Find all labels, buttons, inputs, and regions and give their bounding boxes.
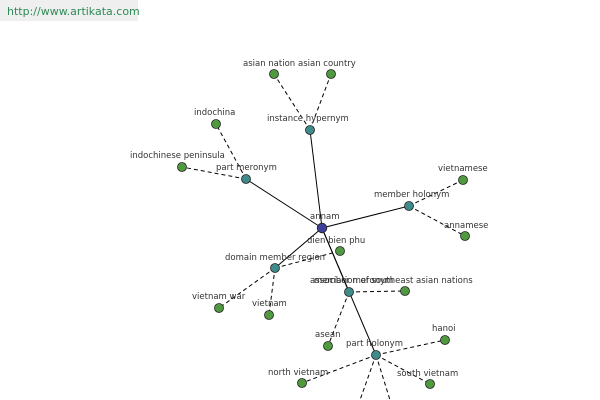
term-label-asian-country: asian country — [298, 59, 356, 69]
term-node-asean[interactable] — [323, 341, 333, 351]
term-label-south-vietnam: south vietnam — [397, 369, 458, 379]
relation-label-instance-hypernym: instance hypernym — [267, 114, 349, 124]
edge-part-holonym-hanoi — [375, 339, 446, 356]
term-label-indochina: indochina — [194, 108, 235, 118]
edge-part-holonym-part-holonym-extra-3 — [359, 354, 377, 400]
edge-center-instance-hypernym — [309, 129, 323, 229]
term-label-asian-nation: asian nation — [243, 59, 295, 69]
edge-part-holonym-north-vietnam — [301, 354, 377, 384]
relation-node-member-holonym[interactable] — [404, 201, 414, 211]
term-node-indochinese-peninsula[interactable] — [177, 162, 187, 172]
center-label-annam: annam — [310, 212, 339, 222]
term-node-vietnam-war[interactable] — [214, 303, 224, 313]
edge-center-part-meronym — [245, 178, 323, 229]
relation-node-domain-member-region[interactable] — [270, 263, 280, 273]
term-label-asean: asean — [315, 330, 340, 340]
term-node-dien-bien-phu[interactable] — [335, 246, 345, 256]
term-label-hanoi: hanoi — [432, 324, 456, 334]
relation-node-instance-hypernym[interactable] — [305, 125, 315, 135]
edge-member-meronym-association-of-southeast-asian-nations — [348, 290, 406, 293]
term-label-indochinese-peninsula: indochinese peninsula — [130, 151, 225, 161]
term-node-south-vietnam[interactable] — [425, 379, 435, 389]
edge-layer — [181, 73, 466, 400]
term-node-annamese[interactable] — [460, 231, 470, 241]
relation-node-part-meronym[interactable] — [241, 174, 251, 184]
edge-part-meronym-indochinese-peninsula — [181, 166, 247, 180]
relation-label-part-holonym: part holonym — [346, 339, 403, 349]
edge-instance-hypernym-asian-country — [309, 73, 332, 131]
edge-part-holonym-part-holonym-extra-4 — [375, 354, 391, 400]
edge-center-domain-member-region — [274, 227, 323, 269]
edge-center-member-holonym — [321, 205, 410, 229]
term-label-dien-bien-phu: dien bien phu — [307, 236, 365, 246]
term-node-vietnam[interactable] — [264, 310, 274, 320]
term-label-vietnam: vietnam — [252, 299, 287, 309]
url-bar: http://www.artikata.com — [0, 0, 140, 21]
term-node-north-vietnam[interactable] — [297, 378, 307, 388]
edge-domain-member-region-vietnam-war — [218, 267, 276, 309]
relation-label-part-meronym: part meronym — [216, 163, 277, 173]
term-node-asian-nation[interactable] — [269, 69, 279, 79]
term-label-north-vietnam: north vietnam — [268, 368, 328, 378]
relation-node-part-holonym[interactable] — [371, 350, 381, 360]
edge-part-holonym-south-vietnam — [375, 354, 431, 385]
edge-domain-member-region-vietnam — [268, 267, 276, 316]
term-node-vietnamese[interactable] — [458, 175, 468, 185]
term-label-association-of-southeast-asian-nations: association of southeast asian nations — [310, 276, 473, 286]
relation-node-member-meronym[interactable] — [344, 287, 354, 297]
term-label-vietnam-war: vietnam war — [192, 292, 246, 302]
relation-label-domain-member-region: domain member region — [225, 253, 325, 263]
term-node-asian-country[interactable] — [326, 69, 336, 79]
center-node-annam[interactable] — [316, 222, 328, 234]
relation-label-member-holonym: member holonym — [374, 190, 449, 200]
relation-label-member-meronym: member meronym — [314, 276, 393, 286]
edge-member-meronym-asean — [327, 291, 350, 347]
edge-part-meronym-indochina — [215, 123, 247, 180]
edge-member-holonym-annamese — [408, 205, 466, 237]
node-layer — [177, 69, 470, 389]
term-node-indochina[interactable] — [211, 119, 221, 129]
term-label-vietnamese: vietnamese — [438, 164, 488, 174]
term-node-association-of-southeast-asian-nations[interactable] — [400, 286, 410, 296]
site-url-link[interactable]: http://www.artikata.com — [7, 5, 140, 18]
term-node-hanoi[interactable] — [440, 335, 450, 345]
edge-member-holonym-vietnamese — [408, 179, 464, 207]
term-label-annamese: annamese — [444, 221, 488, 231]
